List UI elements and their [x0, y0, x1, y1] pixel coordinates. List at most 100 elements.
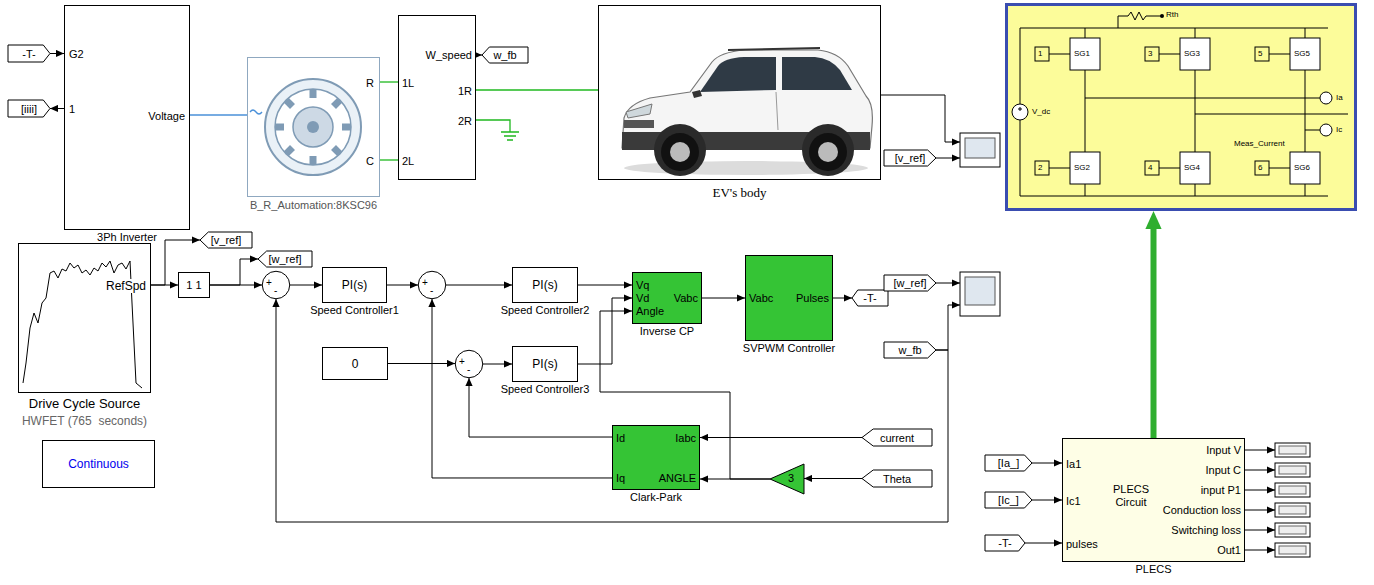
- port-label: 1R: [458, 85, 472, 98]
- block-outline: [200, 232, 252, 248]
- scope-symbol: [965, 277, 995, 305]
- signal-line: [702, 298, 745, 299]
- motor-icon: [284, 145, 295, 156]
- signal-line: [469, 378, 612, 437]
- subsystem-block: IdIabcIqANGLEClark-Park: [612, 425, 700, 490]
- port-label: SG2: [1074, 163, 1090, 173]
- block-name: EV's body: [713, 185, 767, 200]
- port-label: 6: [1258, 163, 1262, 173]
- tag-label: current: [880, 431, 914, 444]
- tag-label: [Ia_]: [998, 457, 1019, 470]
- motor-icon: [293, 107, 333, 147]
- plecs-schematic: [1180, 38, 1210, 70]
- motor-icon: [307, 121, 319, 133]
- tag-label: -T-: [22, 47, 35, 60]
- from-tag: [Ic_]: [985, 492, 1032, 508]
- port-label: SG1: [1074, 49, 1090, 59]
- block-name: Speed Controller2: [501, 304, 590, 317]
- port-label: ANGLE: [659, 472, 696, 485]
- car-illustration: [728, 48, 820, 50]
- motor-icon: [275, 89, 351, 165]
- display-symbol: [1275, 543, 1310, 557]
- block-outline: [985, 455, 1032, 471]
- block-name: PLECS: [1135, 563, 1171, 576]
- port-label: input P1: [1201, 484, 1241, 497]
- motor-icon: [265, 79, 361, 175]
- tag-label: Theta: [883, 472, 911, 485]
- car-illustration: [776, 92, 778, 130]
- display-symbol: [1275, 443, 1310, 457]
- signal-line: [380, 159, 398, 160]
- block-outline: [884, 275, 936, 291]
- port-label: -: [274, 285, 277, 297]
- from-tag: -T-: [985, 535, 1025, 551]
- signal-line: [833, 298, 852, 299]
- signal-line: [50, 53, 64, 54]
- ground-symbol: [476, 120, 519, 140]
- scope-symbol: [965, 138, 995, 158]
- block-name: Drive Cycle Source: [29, 396, 140, 411]
- car-illustration: [802, 124, 854, 176]
- plecs-block: Ia1Ic1pulsesInput VInput Cinput P1Conduc…: [1062, 438, 1245, 562]
- goto-tag: [iiii]: [8, 100, 50, 117]
- block-text: PI(s): [342, 278, 367, 292]
- signal-line: [276, 299, 948, 522]
- block-text: 0: [352, 357, 359, 371]
- signal-wire: [1245, 470, 1275, 471]
- constant-block: 0: [322, 347, 388, 380]
- goto-tag: [v_ref]: [200, 232, 252, 248]
- from-tag: w_fb: [884, 342, 936, 358]
- block-name: SVPWM Controller: [743, 342, 835, 355]
- display-symbol: [1275, 443, 1310, 557]
- pi-controller: PI(s)Speed Controller1: [322, 267, 387, 303]
- motor-icon: [331, 145, 342, 156]
- port-label: Id: [616, 432, 625, 445]
- scope-symbol: [960, 133, 1000, 167]
- from-tag: [v_ref]: [884, 150, 936, 166]
- port-label: 1L: [402, 77, 414, 90]
- block-name: Clark-Park: [630, 491, 682, 504]
- port-label: +: [266, 277, 272, 289]
- port-label: Ia: [1336, 93, 1343, 103]
- port-label: Out1: [1217, 544, 1241, 557]
- block-outline: [8, 100, 50, 117]
- car-illustration: [670, 142, 690, 162]
- ground-symbol: [501, 132, 519, 140]
- powergui-block: Continuous: [42, 440, 155, 488]
- sum-block: +-: [262, 271, 290, 299]
- port-label: Input C: [1206, 464, 1241, 477]
- tag-label: [w_ref]: [893, 277, 926, 290]
- goto-tag: w_fb: [482, 47, 528, 63]
- signal-line: [476, 54, 482, 55]
- car-illustration: [809, 133, 847, 171]
- port-label: +: [422, 277, 428, 289]
- plecs-schematic: [1255, 161, 1269, 175]
- car-illustration: [654, 124, 706, 176]
- signal-line: [1025, 543, 1062, 544]
- car-illustration: [624, 120, 654, 128]
- port-label: SG3: [1184, 49, 1200, 59]
- signal-line: [1032, 500, 1062, 501]
- signal-wire: [936, 158, 960, 159]
- display-symbol: [1279, 526, 1306, 534]
- plecs-schematic: [1018, 107, 1022, 111]
- signal-wire: [1245, 510, 1275, 511]
- block-outline: [8, 45, 50, 62]
- sensor-block: W_speed1L1R2R2L: [398, 15, 476, 180]
- motor-icon: [275, 124, 284, 131]
- port-label: -: [467, 364, 470, 376]
- signal-line: [432, 299, 612, 478]
- port-label: Ia1: [1066, 458, 1081, 471]
- plecs-schematic: [1070, 38, 1100, 70]
- port-label: Iq: [616, 472, 625, 485]
- display-symbol: [1275, 463, 1310, 477]
- drive-cycle-block: RefSpdDrive Cycle SourceHWFET (765 secon…: [18, 243, 151, 393]
- plecs-schematic: [1035, 47, 1049, 61]
- from-tag: [Ia_]: [985, 455, 1032, 471]
- block-outline: [262, 271, 289, 298]
- motor-icon: [250, 79, 361, 175]
- plecs-schematic: [1008, 6, 1354, 208]
- plecs-schematic: [1290, 152, 1320, 184]
- gain-block: 3: [770, 464, 804, 494]
